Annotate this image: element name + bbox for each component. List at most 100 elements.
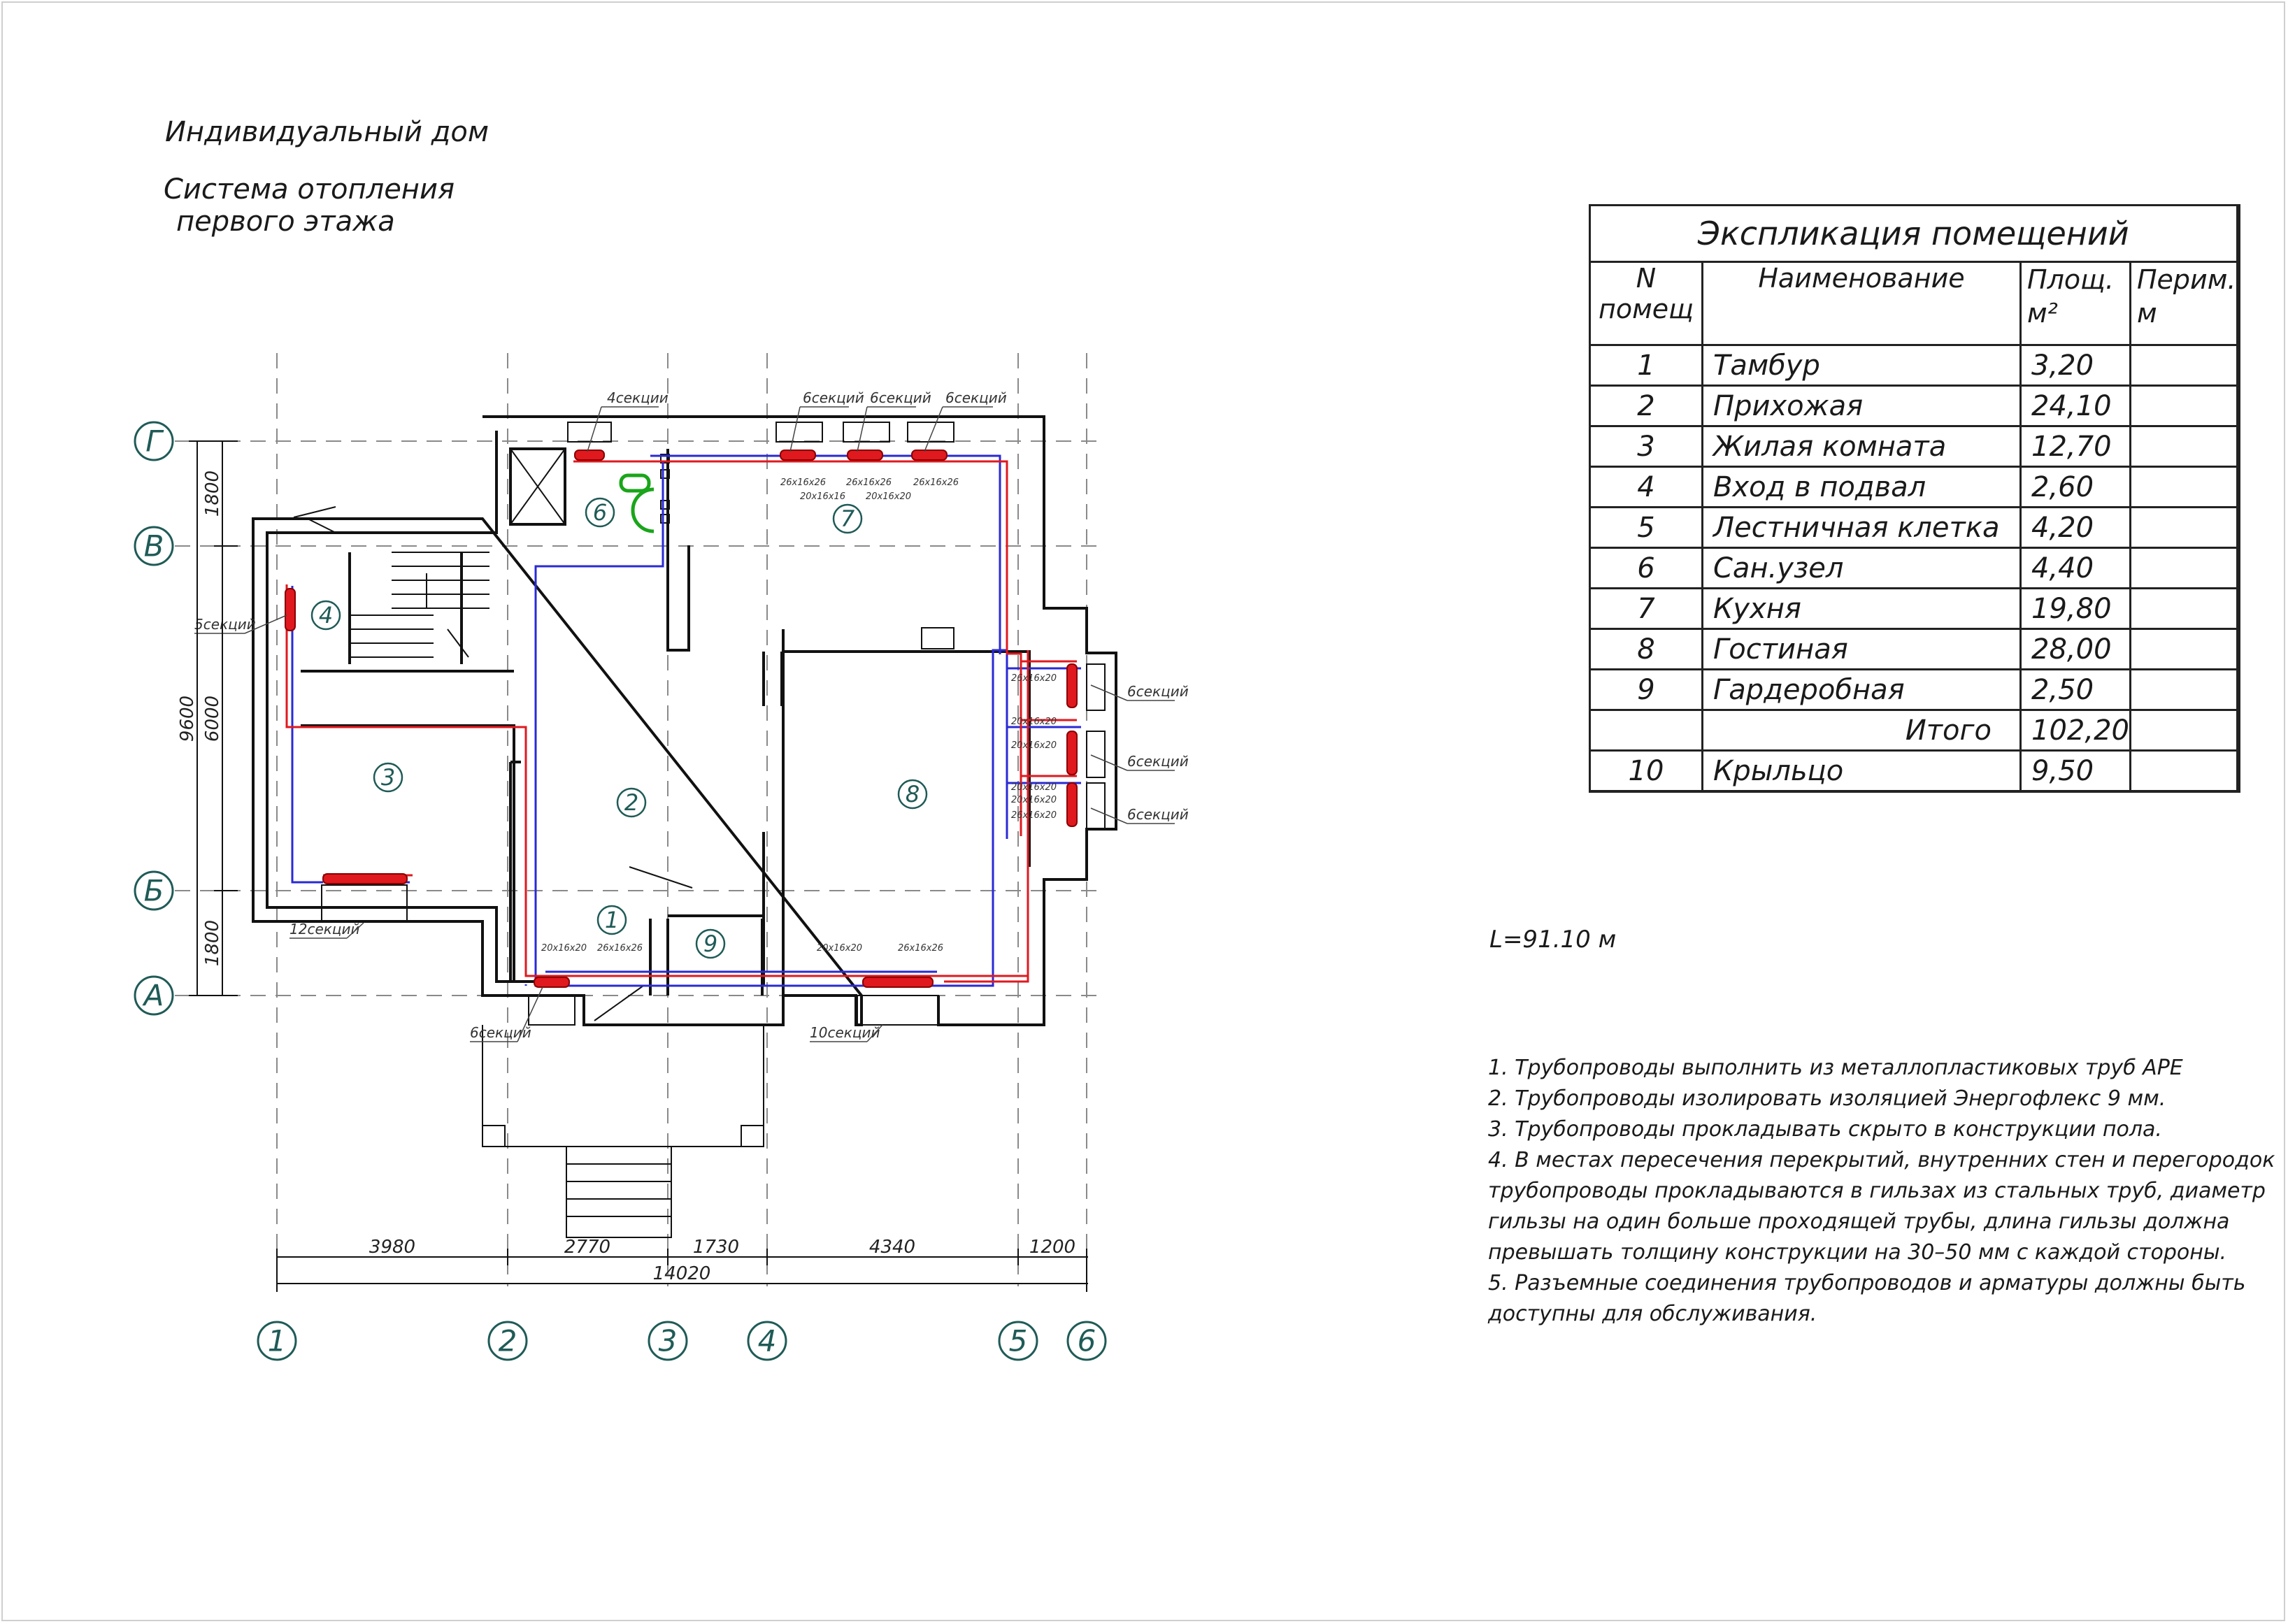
row-area: 19,80 bbox=[2019, 587, 2131, 630]
dim-3-4: 1730 bbox=[693, 1237, 739, 1258]
room-8: 8 bbox=[906, 781, 920, 807]
project-title: Индивидуальный дом bbox=[165, 116, 489, 148]
fitting-l-b: 26х16х26 bbox=[898, 943, 943, 954]
label-room6: 4секции bbox=[607, 389, 668, 406]
radiator-kitchen-2 bbox=[847, 450, 883, 461]
label-kitchen-3: 6секций bbox=[945, 389, 1007, 406]
label-living-1: 6секций bbox=[1127, 683, 1189, 700]
note-line: 1. Трубопроводы выполнить из металлоплас… bbox=[1488, 1056, 2183, 1080]
fitting-g-c: 20х16х20 bbox=[1011, 740, 1057, 751]
row-perimeter bbox=[2129, 425, 2240, 468]
radiator-living-3 bbox=[1066, 782, 1078, 827]
row-num: 5 bbox=[1589, 506, 1703, 549]
row-num: 8 bbox=[1589, 628, 1703, 670]
dim-4-5: 4340 bbox=[869, 1237, 915, 1258]
table-total-row: Итого 102,20 bbox=[1589, 709, 2240, 752]
room-6: 6 bbox=[593, 499, 607, 526]
window-niches bbox=[321, 422, 1106, 1026]
dim-1-2: 3980 bbox=[369, 1237, 415, 1258]
room-7: 7 bbox=[841, 505, 855, 532]
row-perimeter bbox=[2129, 344, 2240, 387]
radiator-living-1 bbox=[1066, 663, 1078, 708]
note-line: превышать толщину конструкции на 30–50 м… bbox=[1488, 1240, 2227, 1265]
table-row: 5 Лестничная клетка 4,20 bbox=[1589, 506, 2240, 549]
dimension-lines: 3980 2770 1730 4340 1200 14020 1800 6000… bbox=[177, 440, 1088, 1292]
radiator-kitchen-3 bbox=[911, 450, 948, 461]
row-name: Прихожая bbox=[1701, 385, 2022, 427]
radiator-living-4 bbox=[862, 977, 934, 988]
label-room3: 12секций bbox=[289, 921, 359, 937]
axis-5: 5 bbox=[1009, 1324, 1028, 1358]
radiator-labels: 4секции 6секций 6секций 6секций 5секций … bbox=[194, 389, 1189, 1042]
table-row: 4 Вход в подвал 2,60 bbox=[1589, 466, 2240, 508]
header-perimeter-line1: Перим. bbox=[2136, 264, 2236, 295]
table-row: 1 Тамбур 3,20 bbox=[1589, 344, 2240, 387]
row-area: 28,00 bbox=[2019, 628, 2131, 670]
row-name: Сан.узел bbox=[1701, 547, 2022, 589]
staircase bbox=[350, 552, 489, 658]
dim-2-3: 2770 bbox=[564, 1237, 610, 1258]
fitting-g-d: 20х16х20 bbox=[1011, 782, 1057, 793]
axis-a: А bbox=[142, 979, 164, 1013]
drawing-title-line2: первого этажа bbox=[176, 206, 395, 238]
axis-2: 2 bbox=[499, 1324, 517, 1358]
row-num: 2 bbox=[1589, 385, 1703, 427]
label-kitchen-1: 6секций bbox=[803, 389, 864, 406]
fitting-e-a: 20х16х20 bbox=[541, 943, 587, 954]
row-area: 4,40 bbox=[2019, 547, 2131, 589]
fitting-e-b: 26х16х26 bbox=[597, 943, 643, 954]
radiators bbox=[285, 450, 1078, 988]
row-num: 1 bbox=[1589, 344, 1703, 387]
supply-pipe bbox=[285, 460, 1077, 983]
row-num: 4 bbox=[1589, 466, 1703, 508]
axis-b: Б bbox=[144, 874, 164, 908]
row-perimeter bbox=[2129, 587, 2240, 630]
explication-table: Экспликация помещений N помещ Наименован… bbox=[1589, 204, 2240, 793]
label-stair: 5секций bbox=[194, 616, 256, 633]
radiator-stair bbox=[285, 588, 296, 631]
axis-1: 1 bbox=[268, 1324, 287, 1358]
row-perimeter bbox=[2129, 385, 2240, 427]
fitting-g-f: 26х16х20 bbox=[1011, 810, 1057, 821]
row-name: Лестничная клетка bbox=[1701, 506, 2022, 549]
label-living-2: 6секций bbox=[1127, 753, 1189, 770]
row-num: 3 bbox=[1589, 425, 1703, 468]
porch bbox=[482, 1025, 764, 1238]
axis-grid bbox=[175, 353, 1105, 1286]
axis-g: Г bbox=[145, 424, 164, 459]
radiator-room6 bbox=[574, 450, 605, 461]
row-perimeter bbox=[2129, 628, 2240, 670]
dim-5-6: 1200 bbox=[1029, 1237, 1075, 1258]
note-line: гильзы на один больше проходящей трубы, … bbox=[1488, 1209, 2230, 1234]
row-area: 4,20 bbox=[2019, 506, 2131, 549]
header-name: Наименование bbox=[1701, 261, 2022, 346]
axis-4: 4 bbox=[758, 1324, 777, 1358]
table-row: 8 Гостиная 28,00 bbox=[1589, 628, 2240, 670]
label-kitchen-2: 6секций bbox=[870, 389, 931, 406]
row-area: 2,60 bbox=[2019, 466, 2131, 508]
row-num: 7 bbox=[1589, 587, 1703, 630]
axis-6: 6 bbox=[1078, 1324, 1096, 1358]
dim-total-vertical: 9600 bbox=[177, 696, 198, 742]
room-9: 9 bbox=[703, 930, 717, 957]
fitting-k-a: 26х16х26 bbox=[780, 477, 826, 488]
room-3: 3 bbox=[381, 764, 395, 791]
table-row: 7 Кухня 19,80 bbox=[1589, 587, 2240, 630]
note-line: 4. В местах пересечения перекрытий, внут… bbox=[1488, 1148, 2275, 1172]
row-area: 3,20 bbox=[2019, 344, 2131, 387]
pipe-length: L=91.10 м bbox=[1489, 926, 1617, 954]
explication-title: Экспликация помещений bbox=[1589, 204, 2240, 263]
table-row: 6 Сан.узел 4,40 bbox=[1589, 547, 2240, 589]
building-walls bbox=[252, 415, 1117, 1238]
label-living-3: 6секций bbox=[1127, 806, 1189, 823]
table-row: 9 Гардеробная 2,50 bbox=[1589, 668, 2240, 711]
label-living-4: 10секций bbox=[810, 1024, 880, 1041]
header-area-line1: Площ. bbox=[2027, 264, 2114, 295]
pipe-fitting-labels: 26х16х26 20х16х16 26х16х26 20х16х20 26х1… bbox=[541, 477, 1057, 954]
row-area: 2,50 bbox=[2019, 668, 2131, 711]
note-line: трубопроводы прокладываются в гильзах из… bbox=[1488, 1179, 2266, 1203]
drawing-title-line1: Система отопления bbox=[164, 173, 455, 206]
room-1: 1 bbox=[605, 907, 619, 933]
